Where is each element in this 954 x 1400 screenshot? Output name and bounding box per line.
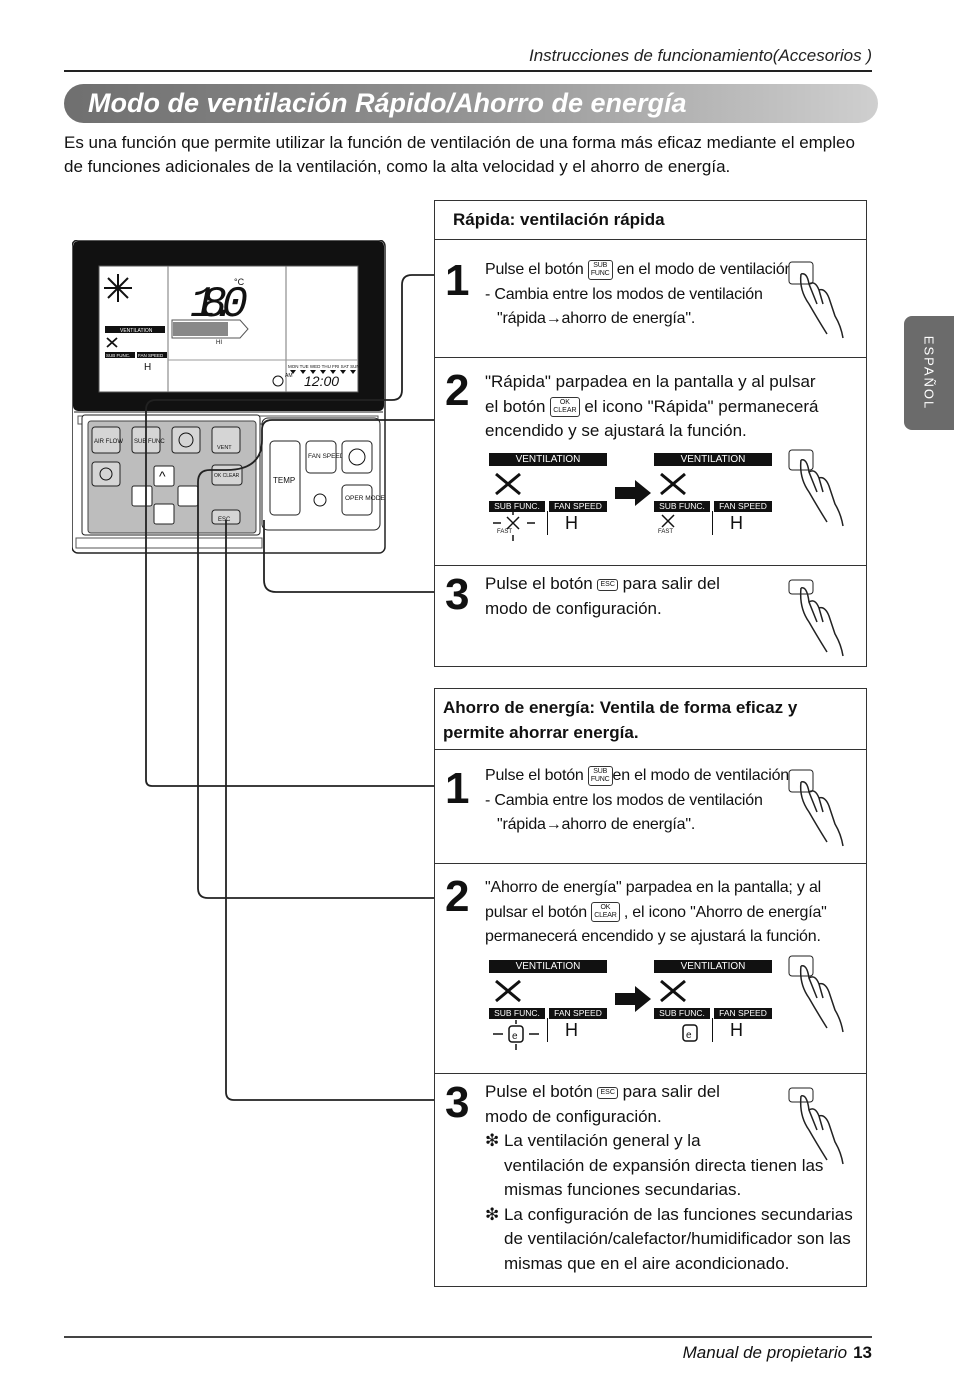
ventilation-fan-icon — [495, 979, 521, 1003]
btn-temp: TEMP — [273, 476, 295, 485]
energy-lcd-after: VENTILATION SUB FUNC. FAN SPEED e H — [654, 960, 774, 1052]
energy-step-2: 2 "Ahorro de energía" parpadea en la pan… — [435, 863, 866, 1073]
fast-step-1-number: 1 — [445, 256, 470, 305]
press-hand-icon — [788, 1087, 844, 1165]
energy-step-1-number: 1 — [445, 764, 470, 813]
energy-step-2-text: "Ahorro de energía" parpadea en la panta… — [485, 879, 827, 945]
energy-step-3-text: Pulse el botón ESC para salir del modo d… — [485, 1080, 853, 1276]
ventilation-fan-icon — [660, 979, 686, 1003]
fast-step-3-number: 3 — [445, 570, 470, 619]
btn-esc: ESC — [218, 517, 231, 523]
arrow-right-icon — [615, 986, 651, 1012]
display-am: AM — [285, 373, 293, 379]
btn-fan-speed: FAN SPEED — [308, 453, 345, 460]
display-temp-unit: °C — [234, 277, 245, 287]
energy-blink-icon: e — [493, 1020, 539, 1050]
timer-icon — [99, 467, 113, 481]
intro-paragraph: Es una función que permite utilizar la f… — [64, 133, 855, 176]
note-2: ❇ La configuración de las funciones secu… — [485, 1204, 853, 1273]
btn-oper-mode: OPER MODE — [345, 495, 385, 502]
fast-icon — [661, 514, 675, 528]
energy-lcd-before: VENTILATION SUB FUNC. FAN SPEED e H — [489, 960, 609, 1052]
display-sub-func-label: SUB FUNC. — [106, 353, 130, 358]
press-hand-icon — [788, 449, 844, 527]
esc-key-icon: ESC — [597, 1086, 618, 1099]
energy-saving-box: Ahorro de energía: Ventila de forma efic… — [434, 688, 867, 1287]
footer-rule — [64, 1336, 872, 1338]
ventilation-fan-icon — [495, 472, 521, 496]
fast-step-2: 2 "Rápida" parpadea en la pantalla y al … — [435, 357, 866, 565]
btn-sub-func: SUB FUNC — [134, 439, 165, 445]
display-fan-icon — [104, 274, 132, 302]
energy-step-2-number: 2 — [445, 872, 470, 921]
power-icon — [348, 448, 366, 466]
title-bar: Modo de ventilación Rápido/Ahorro de ene… — [64, 84, 878, 123]
btn-ok-clear: OK CLEAR — [214, 473, 240, 479]
arrow-right-icon — [615, 480, 651, 506]
page-title: Modo de ventilación Rápido/Ahorro de ene… — [88, 88, 687, 118]
energy-step-3: 3 Pulse el botón ESC para salir del modo… — [435, 1073, 866, 1287]
display-speed-letter: H — [144, 362, 151, 373]
gear-icon — [178, 432, 194, 448]
note-1: ❇ La ventilación general y la ventilació… — [485, 1131, 824, 1199]
svg-text:e: e — [512, 1031, 518, 1042]
display-clock-icon — [272, 375, 284, 387]
fast-step-2-text: "Rápida" parpadea en la pantalla y al pu… — [485, 372, 819, 440]
fast-step-3: 3 Pulse el botón ESC para salir del modo… — [435, 565, 866, 667]
energy-heading: Ahorro de energía: Ventila de forma efic… — [435, 689, 866, 750]
energy-step-3-number: 3 — [445, 1078, 470, 1127]
press-hand-icon — [788, 261, 844, 339]
btn-air-flow: AIR FLOW — [94, 439, 123, 445]
ventilation-fan-icon — [660, 472, 686, 496]
fast-lcd-before: VENTILATION SUB FUNC. FAN SPEED FAST H — [489, 453, 609, 545]
display-ventilation-label: VENTILATION — [120, 328, 153, 334]
remote-controller: 18.0 °C VENTILATION SUB FUNC. FAN SPEED … — [72, 240, 386, 554]
fast-lcd-after: VENTILATION SUB FUNC. FAN SPEED FAST H — [654, 453, 774, 545]
display-days: MON TUE WED THU FRI SAT SUN — [288, 364, 360, 369]
fast-blink-icon — [493, 511, 535, 541]
esc-key-icon: ESC — [597, 578, 618, 591]
press-hand-icon — [788, 769, 844, 847]
fast-ventilation-box: Rápida: ventilación rápida 1 Pulse el bo… — [434, 200, 867, 667]
svg-text:e: e — [686, 1030, 692, 1041]
header-section: Instrucciones de funcionamiento(Accesori… — [529, 46, 872, 65]
display-fan-speed-label: FAN SPEED — [138, 353, 164, 358]
display-time: 12:00 — [304, 373, 339, 389]
fast-step-2-number: 2 — [445, 366, 470, 415]
press-hand-icon — [788, 579, 844, 657]
language-tab[interactable]: ESPAÑOL — [904, 316, 954, 430]
btn-vent: VENT — [217, 445, 232, 451]
fast-step-3-text: Pulse el botón ESC para salir del modo d… — [485, 574, 720, 618]
display-bar-letter: HI — [216, 340, 222, 346]
svg-text:^: ^ — [159, 468, 166, 484]
header-rule — [64, 70, 872, 72]
fast-heading: Rápida: ventilación rápida — [435, 201, 866, 240]
energy-icon: e — [682, 1024, 698, 1042]
page-number: 13 — [853, 1343, 872, 1362]
press-hand-icon — [788, 955, 844, 1033]
